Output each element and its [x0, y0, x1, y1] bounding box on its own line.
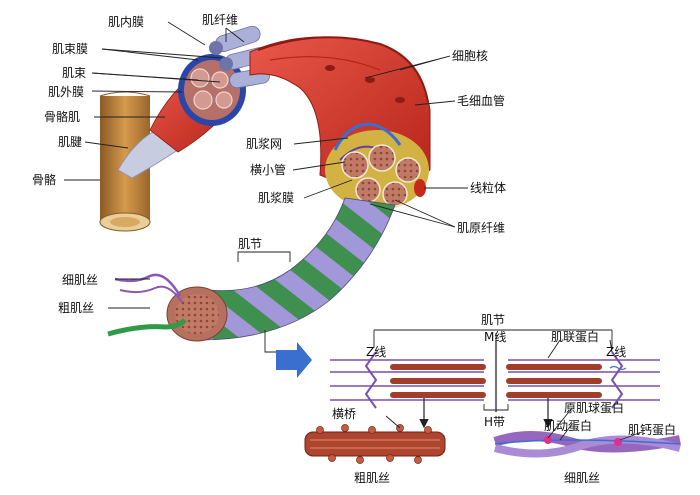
- label-mitochondrion: 线粒体: [470, 180, 506, 195]
- caption-thin-filament: 细肌丝: [564, 471, 600, 485]
- label-t-tubule: 横小管: [250, 162, 286, 177]
- sarcomere-schematic: [330, 329, 660, 412]
- label-troponin: 肌钙蛋白: [628, 422, 676, 437]
- label-tendon: 肌腱: [58, 135, 82, 149]
- label-sarcomere: 肌节: [481, 313, 505, 327]
- fascicle-cross-section: [178, 54, 246, 126]
- label-sarcomere-top: 肌节: [238, 237, 262, 251]
- label-endomysium: 肌内膜: [108, 15, 144, 29]
- label-tropomyosin: 原肌球蛋白: [564, 400, 624, 415]
- label-cross-bridge: 横桥: [332, 407, 356, 421]
- sarcomere-callout-line: [264, 330, 292, 353]
- myofibril-tube: [166, 197, 396, 342]
- label-titin: 肌联蛋白: [551, 329, 599, 344]
- thin-filament-detail: [493, 431, 682, 458]
- label-sarcolemma: 肌浆膜: [258, 190, 294, 205]
- label-thin-filament: 细肌丝: [62, 273, 98, 287]
- label-muscle-fiber: 肌纤维: [202, 13, 238, 27]
- label-z-line-left: Z线: [366, 345, 386, 359]
- label-myofibril: 肌原纤维: [457, 221, 505, 235]
- label-thick-filament: 粗肌丝: [58, 301, 94, 315]
- label-actin: 肌动蛋白: [544, 418, 592, 433]
- zoom-arrow-icon: [276, 342, 312, 378]
- label-capillary: 毛细血管: [457, 93, 505, 108]
- thick-filament-detail: [304, 424, 446, 464]
- label-epimysium: 肌外膜: [48, 85, 84, 99]
- label-bone: 骨骼: [32, 172, 56, 187]
- label-fascicle: 肌束: [62, 66, 86, 80]
- filament-strands: [107, 273, 187, 337]
- label-perimysium: 肌束膜: [52, 42, 88, 56]
- label-nucleus: 细胞核: [452, 49, 488, 63]
- leader-lines: [64, 21, 643, 441]
- label-sarcoplasmic-reticulum: 肌浆网: [246, 136, 282, 151]
- label-skeletal-muscle: 骨骼肌: [44, 109, 80, 124]
- label-m-line: M线: [484, 330, 506, 344]
- label-h-band: H带: [484, 415, 505, 429]
- caption-thick-filament: 粗肌丝: [354, 471, 390, 485]
- label-z-line-right: Z线: [606, 345, 626, 359]
- fiber-cross-section: [325, 122, 429, 210]
